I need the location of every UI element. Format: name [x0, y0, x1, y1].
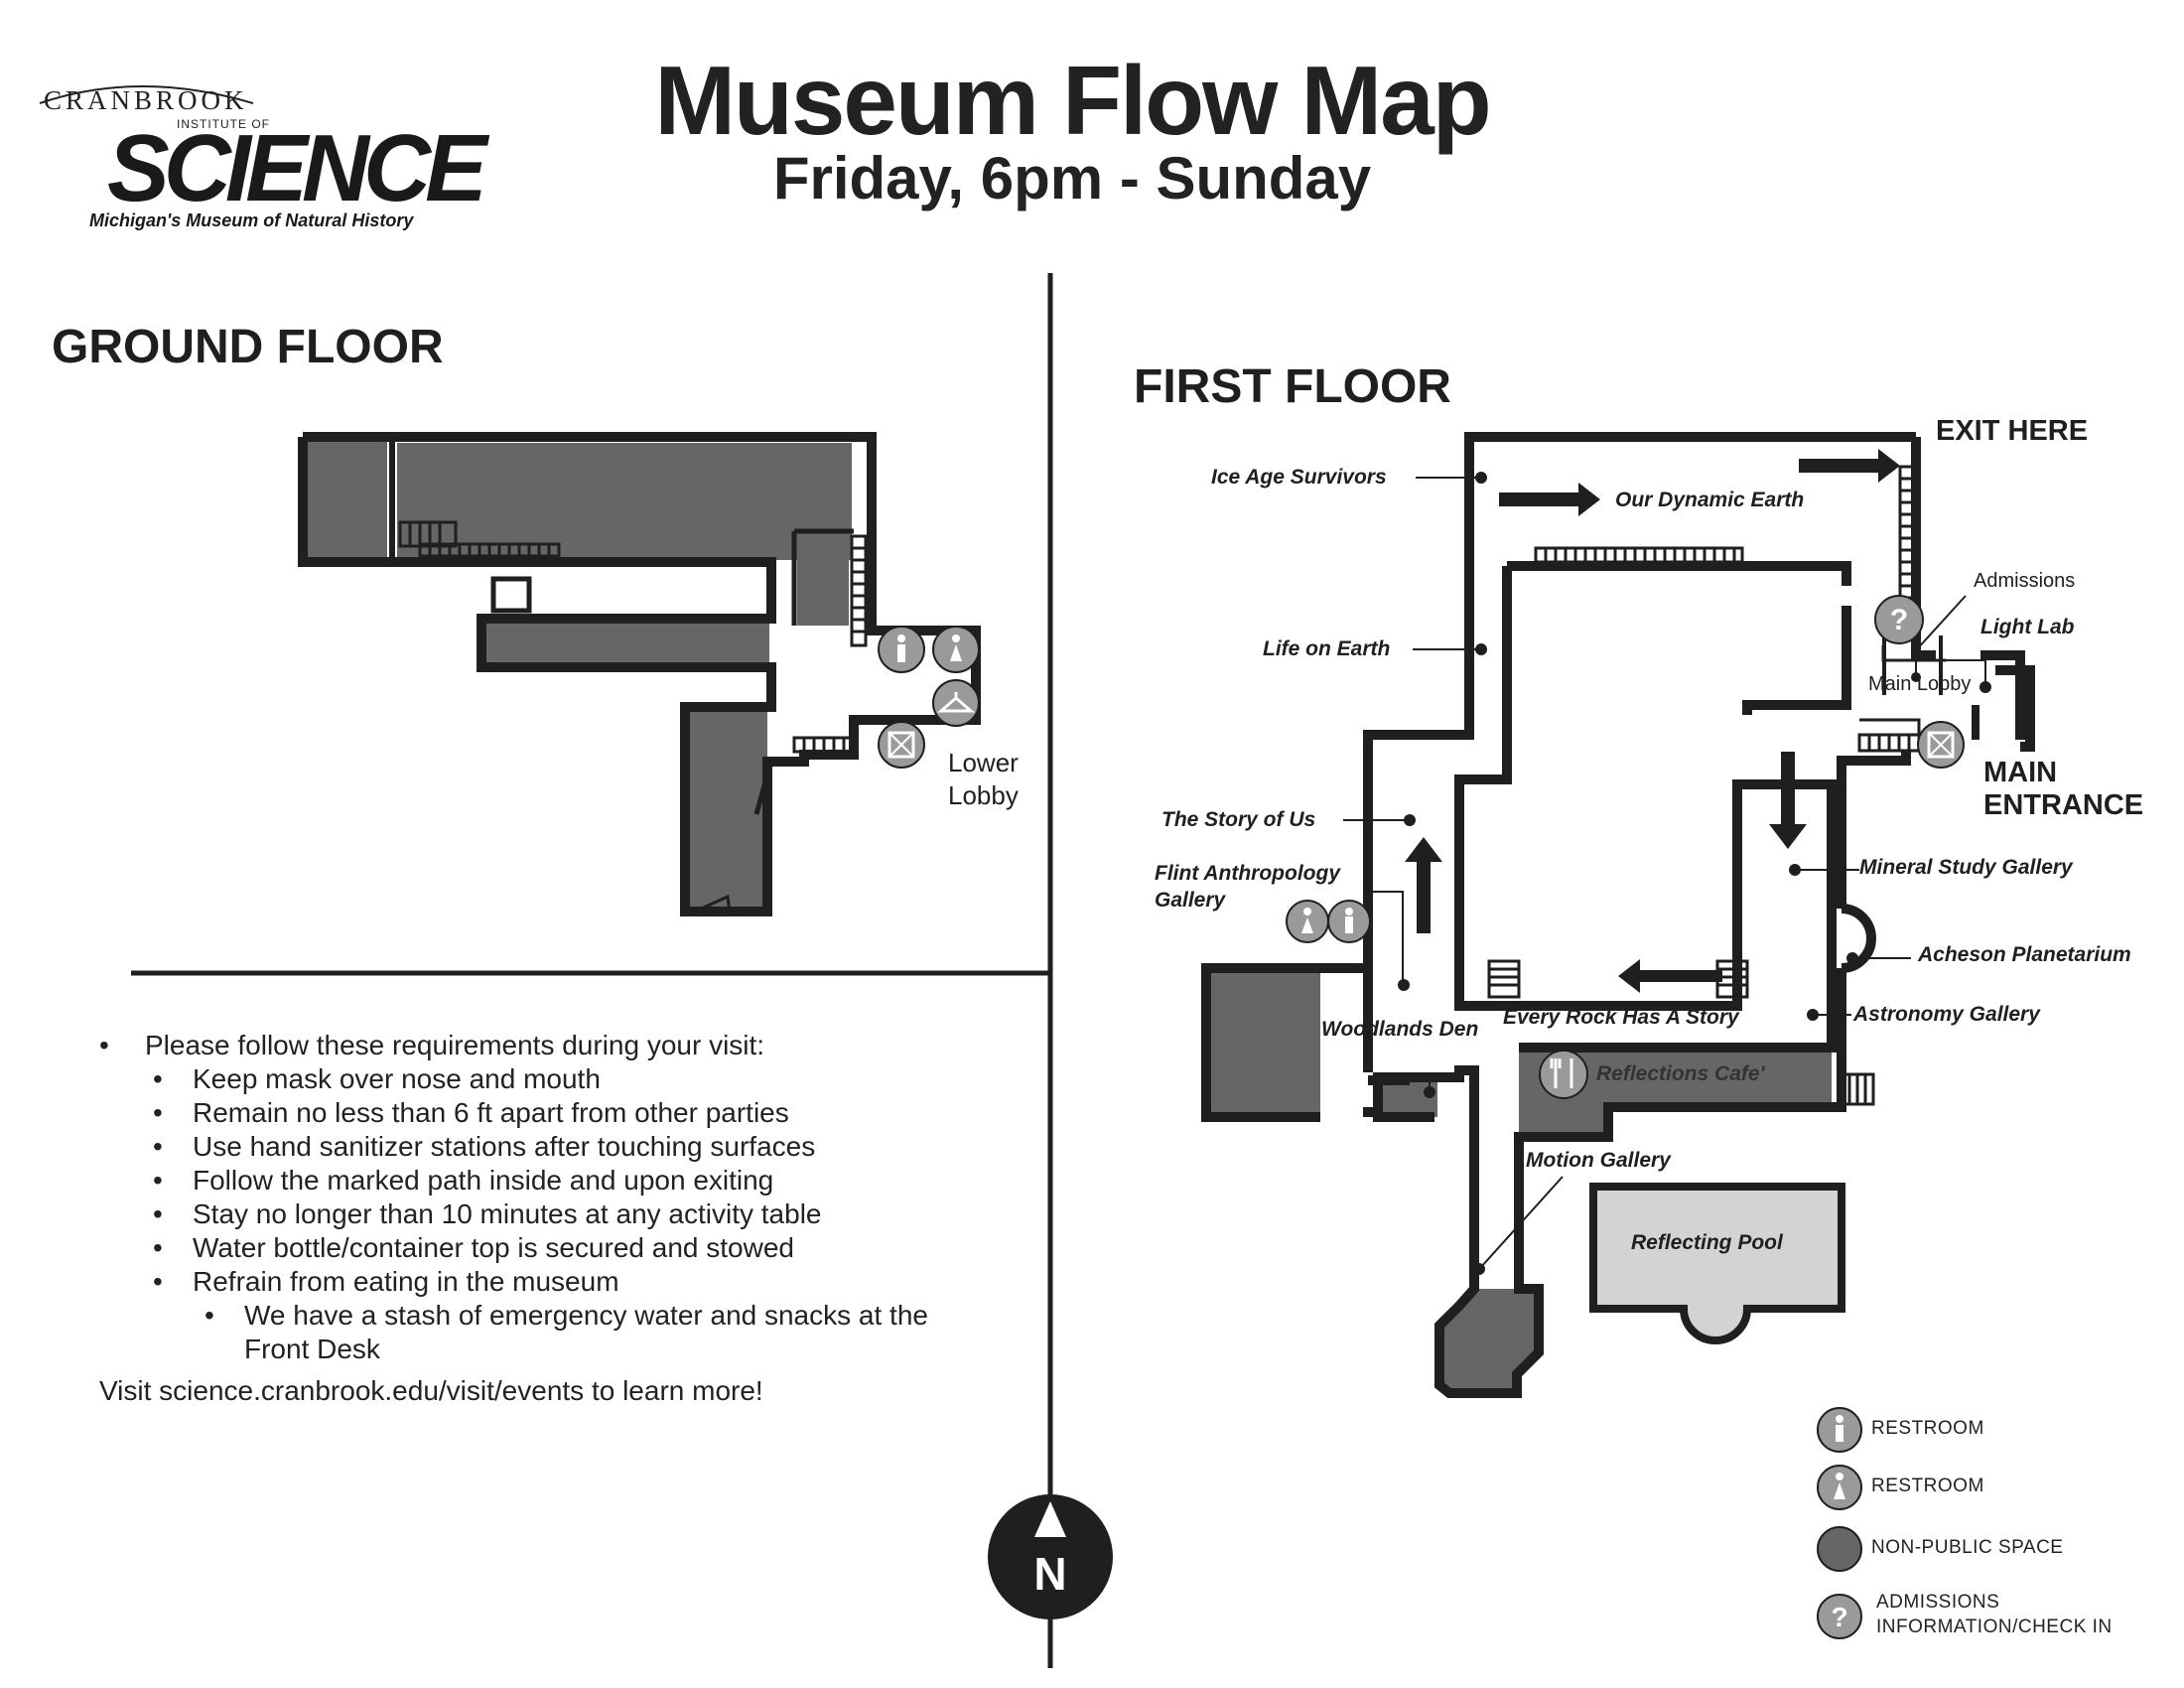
- label-dynamic-earth: Our Dynamic Earth: [1615, 489, 1805, 511]
- exit-here-label: EXIT HERE: [1936, 415, 2089, 447]
- label-story-of-us: The Story of Us: [1161, 808, 1316, 831]
- elevator-icon-ground: [878, 721, 925, 769]
- label-life-on-earth: Life on Earth: [1263, 637, 1391, 660]
- legend-non-public-swatch: [1817, 1526, 1862, 1572]
- label-flint: Flint Anthropology Gallery: [1155, 862, 1341, 912]
- label-reflections: Reflections Cafe': [1596, 1062, 1765, 1085]
- label-acheson: Acheson Planetarium: [1918, 943, 2131, 966]
- elevator-icon-first: [1917, 721, 1965, 769]
- rule-sub-item: We have a stash of emergency water and s…: [99, 1299, 928, 1366]
- men-restroom-icon-ground: [878, 626, 925, 673]
- arrow-west: [1618, 959, 1722, 993]
- legend-admissions-icon: ?: [1817, 1594, 1862, 1639]
- rule-item: Stay no longer than 10 minutes at any ac…: [99, 1197, 928, 1231]
- rule-item: Water bottle/container top is secured an…: [99, 1231, 928, 1265]
- logo-institute: INSTITUTE OF: [177, 117, 270, 131]
- first-floor-heading: FIRST FLOOR: [1134, 360, 1451, 413]
- svg-text:?: ?: [1890, 604, 1908, 636]
- logo-swoosh: [39, 85, 254, 104]
- ground-floor-heading: GROUND FLOOR: [52, 321, 444, 373]
- lower-lobby-label: Lower Lobby: [948, 748, 1019, 810]
- rule-item: Follow the marked path inside and upon e…: [99, 1164, 928, 1197]
- first-floor-plan: [1201, 432, 2035, 1398]
- label-admissions: Admissions: [1974, 570, 2076, 592]
- arrow-north: [1405, 837, 1442, 933]
- rules-intro: Please follow these requirements during …: [99, 1029, 928, 1062]
- label-ice-age: Ice Age Survivors: [1211, 466, 1387, 489]
- women-restroom-icon-ground: [932, 626, 980, 673]
- logo-cranbrook: CRANBROOK: [44, 85, 248, 115]
- label-motion: Motion Gallery: [1526, 1149, 1671, 1172]
- legend-admissions: ADMISSIONS INFORMATION/CHECK IN: [1876, 1592, 2113, 1637]
- label-main-lobby: Main Lobby: [1868, 673, 1972, 695]
- label-light-lab: Light Lab: [1980, 616, 2075, 638]
- logo-subtitle: Michigan's Museum of Natural History: [89, 211, 414, 230]
- admissions-icon-map: ?: [1874, 595, 1924, 644]
- legend-non-public: NON-PUBLIC SPACE: [1871, 1537, 2064, 1558]
- legend-restroom-women: RESTROOM: [1871, 1476, 1984, 1496]
- arrow-east-2: [1799, 449, 1900, 483]
- arrow-south: [1769, 752, 1807, 849]
- north-arrow-icon: [988, 1494, 1113, 1619]
- label-astronomy: Astronomy Gallery: [1853, 1003, 2040, 1026]
- legend-restroom-men: RESTROOM: [1871, 1418, 1984, 1439]
- label-mineral: Mineral Study Gallery: [1859, 856, 2073, 879]
- label-reflecting-pool: Reflecting Pool: [1631, 1231, 1783, 1254]
- women-restroom-icon-first: [1286, 900, 1329, 943]
- logo-science: SCIENCE: [107, 115, 487, 221]
- rule-item: Keep mask over nose and mouth: [99, 1062, 928, 1096]
- rules-list: Please follow these requirements during …: [99, 1029, 928, 1408]
- cafe-icon: [1539, 1050, 1588, 1099]
- label-woodlands: Woodlands Den: [1321, 1018, 1479, 1041]
- rule-item: Refrain from eating in the museum: [99, 1265, 928, 1299]
- flow-arrows: [1405, 449, 1900, 993]
- legend-women-icon: [1817, 1465, 1862, 1510]
- learn-more-link[interactable]: Visit science.cranbrook.edu/visit/events…: [99, 1375, 763, 1406]
- men-restroom-icon-first: [1327, 900, 1371, 943]
- leader-lines: [1343, 472, 1991, 1275]
- rule-item: Use hand sanitizer stations after touchi…: [99, 1130, 928, 1164]
- coat-check-icon: [932, 679, 980, 727]
- page-title: Museum Flow Map: [654, 46, 1491, 155]
- reflecting-pool-shape: [1589, 1183, 1845, 1344]
- legend-men-icon: [1817, 1407, 1862, 1453]
- ground-floor-plan: [298, 432, 981, 916]
- compass-letter: N: [1033, 1548, 1067, 1600]
- page-subtitle: Friday, 6pm - Sunday: [772, 145, 1372, 211]
- svg-text:?: ?: [1831, 1602, 1847, 1632]
- main-entrance-label: MAIN ENTRANCE: [1983, 757, 2144, 822]
- arrow-east-1: [1499, 483, 1600, 516]
- label-every-rock: Every Rock Has A Story: [1503, 1006, 1739, 1029]
- ground-stairs: [398, 520, 868, 754]
- rule-item: Remain no less than 6 ft apart from othe…: [99, 1096, 928, 1130]
